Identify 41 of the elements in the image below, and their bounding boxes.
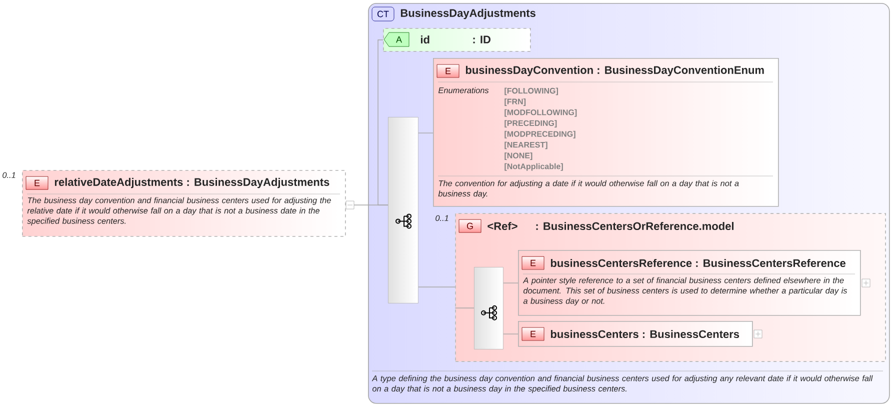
cardinality-label: 0..1 (2, 172, 16, 178)
element-title: relativeDateAdjustments : BusinessDayAdjustments (54, 178, 330, 188)
attribute-badge: A (384, 32, 410, 47)
sequence-box (474, 267, 504, 350)
connector-line (418, 286, 456, 288)
element-badge: E (26, 176, 48, 190)
attribute-type: : ID (473, 36, 490, 44)
enumeration-value: [NotApplicable] (504, 163, 563, 171)
description-text: The business day convention and financial business centers used for adjusting the relative date if it would otherwise fall on a day that is not a business date in the specified business centers. (27, 197, 331, 226)
description-text: The convention for adjusting a date if it would otherwise fall on a day that is not a business day. (438, 180, 739, 198)
enumeration-value: [NONE] (504, 152, 532, 160)
element-badge: E (436, 64, 460, 78)
enumeration-value: [FRN] (504, 98, 526, 106)
element-box (518, 321, 753, 347)
group-type: : BusinessCentersOrReference.model (536, 222, 734, 230)
element-box (518, 250, 861, 316)
element-box (433, 58, 779, 207)
element-badge: E (522, 256, 544, 270)
cardinality-label: 0..1 (436, 215, 448, 221)
element-title: businessDayConvention : BusinessDayConventionEnum (466, 66, 764, 76)
connector-line (378, 40, 388, 206)
enumeration-value: [PRECEDING] (504, 120, 557, 128)
description-text: A type defining the business day convention and financial business centers used for adjusting any relevant date if it would otherwise fall on a day that is not a business day in the specified business centers. (372, 375, 873, 394)
element-title: businessCentersReference : BusinessCentersReference (550, 258, 846, 268)
enumeration-value: [MODPRECEDING] (504, 130, 576, 138)
connector-line (503, 282, 518, 284)
element-badge: G (458, 219, 482, 233)
connector-line (418, 132, 434, 134)
element-badge: E (522, 327, 544, 341)
enumeration-value: [MODFOLLOWING] (504, 109, 577, 117)
element-title: businessCenters : BusinessCenters (550, 330, 740, 338)
enumeration-value: [NEAREST] (504, 142, 548, 150)
enumeration-value: [FOLLOWING] (504, 88, 558, 96)
description-text: A pointer style reference to a set of financial business centers defined elsewhere in the document. This set of business centers is used to determine whether a particular day is a business day or not. (522, 277, 848, 306)
attribute-name: id (420, 35, 430, 44)
attribute-box (383, 28, 531, 52)
enumerations-label: Enumerations (438, 87, 489, 94)
element-title: BusinessDayAdjustments (400, 8, 536, 20)
type-badge: CT (372, 6, 394, 22)
group-name: <Ref> (488, 222, 518, 230)
sequence-box (388, 117, 418, 304)
